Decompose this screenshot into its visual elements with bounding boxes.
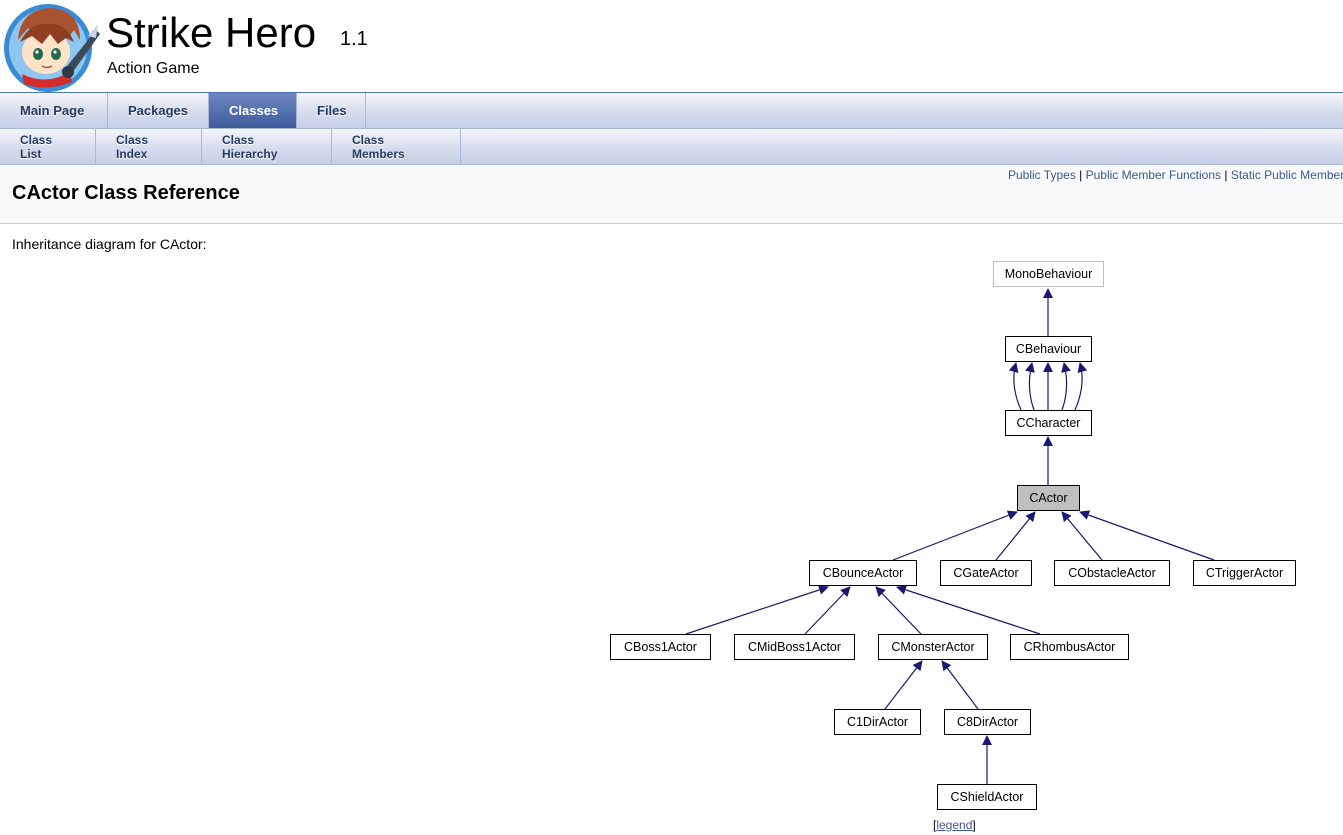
- project-number: 1.1: [340, 28, 368, 50]
- tab-class-list[interactable]: Class List: [0, 129, 96, 164]
- project-logo: [4, 4, 100, 92]
- node-cshieldactor[interactable]: CShieldActor: [937, 784, 1037, 810]
- node-crhombusactor[interactable]: CRhombusActor: [1010, 634, 1129, 660]
- tab-class-index[interactable]: Class Index: [96, 129, 202, 164]
- summary-separator: |: [1075, 168, 1086, 182]
- legend-bracket-close: ]: [972, 818, 976, 832]
- title-area: Strike Hero 1.1 Action Game: [0, 0, 1343, 93]
- edge-cmidboss1actor-cbounceactor: [804, 586, 851, 635]
- edge-cobstacleactor-cactor: [1061, 511, 1103, 561]
- edge-ccharacter-cbehaviour: [1025, 362, 1035, 411]
- node-ccharacter[interactable]: CCharacter: [1005, 410, 1092, 436]
- main-nav-tabs: Main Page Packages Classes Files: [0, 93, 1343, 129]
- edge-ccharacter-cbehaviour: [1061, 362, 1071, 411]
- summary-links: Public Types | Public Member Functions |…: [1008, 168, 1343, 182]
- edge-cmonsteractor-cbounceactor: [875, 586, 922, 635]
- inheritance-label: Inheritance diagram for CActor:: [12, 236, 207, 252]
- project-brief: Action Game: [107, 60, 200, 77]
- edge-cbounceactor-cactor: [892, 510, 1018, 561]
- edge-cboss1actor-cbounceactor: [685, 585, 829, 635]
- edge-c1diractor-cmonsteractor: [884, 660, 923, 710]
- node-monobehaviour: MonoBehaviour: [993, 261, 1104, 287]
- node-cactor: CActor: [1017, 485, 1080, 511]
- tab-class-members[interactable]: Class Members: [332, 129, 461, 164]
- node-c1diractor[interactable]: C1DirActor: [834, 709, 921, 735]
- node-cbounceactor[interactable]: CBounceActor: [809, 560, 917, 586]
- header-divider: [0, 92, 1343, 93]
- node-cbehaviour[interactable]: CBehaviour: [1005, 336, 1092, 362]
- edge-c8diractor-cmonsteractor: [941, 660, 979, 710]
- public-types-link[interactable]: Public Types: [1008, 168, 1076, 182]
- tab-files[interactable]: Files: [297, 93, 366, 128]
- project-name: Strike Hero: [106, 9, 317, 56]
- tab-classes[interactable]: Classes: [209, 93, 297, 128]
- node-cmidboss1actor[interactable]: CMidBoss1Actor: [734, 634, 855, 660]
- tab-packages[interactable]: Packages: [108, 93, 209, 128]
- page-title: CActor Class Reference: [12, 182, 240, 204]
- public-member-functions-link[interactable]: Public Member Functions: [1085, 168, 1222, 182]
- tab-class-hierarchy[interactable]: Class Hierarchy: [202, 129, 332, 164]
- edge-ccharacter-cbehaviour: [1008, 362, 1022, 411]
- edge-cgateactor-cactor: [995, 511, 1036, 561]
- node-c8diractor[interactable]: C8DirActor: [944, 709, 1031, 735]
- static-public-members-link[interactable]: Static Public Members: [1230, 168, 1343, 182]
- legend-bracket-open: [: [933, 818, 937, 832]
- summary-separator: |: [1221, 168, 1231, 182]
- edge-crhombusactor-cbounceactor: [896, 585, 1041, 635]
- tab-main-page[interactable]: Main Page: [0, 93, 108, 128]
- diagram-legend: [legend]: [933, 818, 976, 832]
- node-cobstacleactor[interactable]: CObstacleActor: [1054, 560, 1170, 586]
- legend-link[interactable]: legend: [936, 818, 973, 832]
- node-cboss1actor[interactable]: CBoss1Actor: [610, 634, 711, 660]
- node-cmonsteractor[interactable]: CMonsterActor: [878, 634, 988, 660]
- page-header: Public Types | Public Member Functions |…: [0, 165, 1343, 224]
- edge-ctriggeractor-cactor: [1079, 510, 1215, 561]
- node-ctriggeractor[interactable]: CTriggerActor: [1193, 560, 1296, 586]
- sub-nav-tabs: Class List Class Index Class Hierarchy C…: [0, 129, 1343, 165]
- edge-ccharacter-cbehaviour: [1074, 362, 1088, 411]
- node-cgateactor[interactable]: CGateActor: [940, 560, 1032, 586]
